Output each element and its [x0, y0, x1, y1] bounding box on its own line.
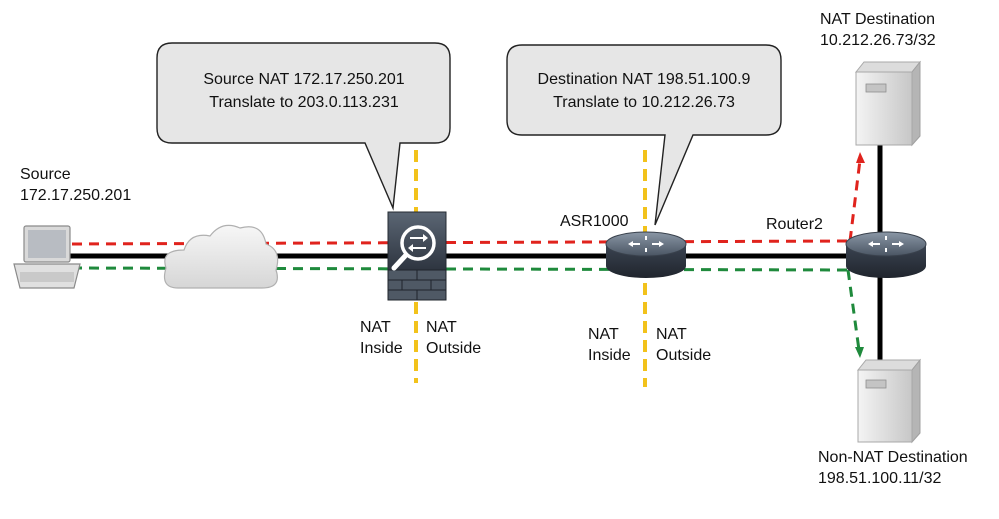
asr-callout-line1: Destination NAT 198.51.100.9 [537, 71, 751, 88]
firewall-nat-inside-label: NAT Inside [360, 317, 403, 359]
asr1000-outside-word: Outside [656, 347, 712, 364]
cloud-icon [163, 224, 279, 289]
asr1000-nat-outside-label: NAT Outside [656, 324, 711, 366]
asr1000-label: ASR1000 [560, 213, 629, 230]
firewall-icon [387, 211, 447, 301]
asr1000-inside-word: Inside [588, 347, 631, 364]
nat-destination-address: 10.212.26.73/32 [820, 32, 936, 49]
non-nat-destination-server-icon [856, 358, 922, 444]
firewall-inside-word: Inside [360, 340, 403, 357]
firewall-outside-word: Outside [426, 340, 482, 357]
asr1000-router-icon [605, 231, 687, 278]
asr-callout-line2: Translate to 10.212.26.73 [553, 94, 735, 111]
nat-destination-label: NAT Destination 10.212.26.73/32 [820, 9, 936, 51]
nat-destination-server-icon [854, 60, 922, 147]
firewall-callout-bubble [156, 42, 451, 211]
nat-destination-title: NAT Destination [820, 11, 936, 28]
asr1000-outside-nat: NAT [656, 326, 687, 343]
non-nat-destination-title: Non-NAT Destination [818, 449, 968, 466]
laptop-icon [13, 225, 81, 289]
router2-router-icon [845, 231, 927, 278]
source-title: Source [20, 166, 71, 183]
source-address: 172.17.250.201 [20, 187, 132, 204]
source-label: Source 172.17.250.201 [20, 164, 131, 206]
non-nat-destination-address: 198.51.100.11/32 [818, 470, 942, 487]
firewall-outside-nat: NAT [426, 319, 457, 336]
firewall-nat-outside-label: NAT Outside [426, 317, 481, 359]
asr-callout-bubble [506, 44, 782, 226]
red-traffic-path [71, 159, 862, 246]
green-path-arrowhead [855, 347, 864, 358]
red-path-arrowhead [856, 152, 865, 163]
firewall-inside-nat: NAT [360, 319, 391, 336]
firewall-callout-text: Source NAT 172.17.250.201 Translate to 2… [163, 68, 445, 114]
firewall-callout-line2: Translate to 203.0.113.231 [209, 94, 399, 111]
asr1000-inside-nat: NAT [588, 326, 619, 343]
firewall-callout-line1: Source NAT 172.17.250.201 [203, 71, 405, 88]
asr1000-nat-inside-label: NAT Inside [588, 324, 631, 366]
non-nat-destination-label: Non-NAT Destination 198.51.100.11/32 [818, 447, 968, 489]
asr-callout-text: Destination NAT 198.51.100.9 Translate t… [512, 68, 776, 114]
green-traffic-path [71, 266, 861, 351]
router2-label: Router2 [766, 216, 823, 233]
